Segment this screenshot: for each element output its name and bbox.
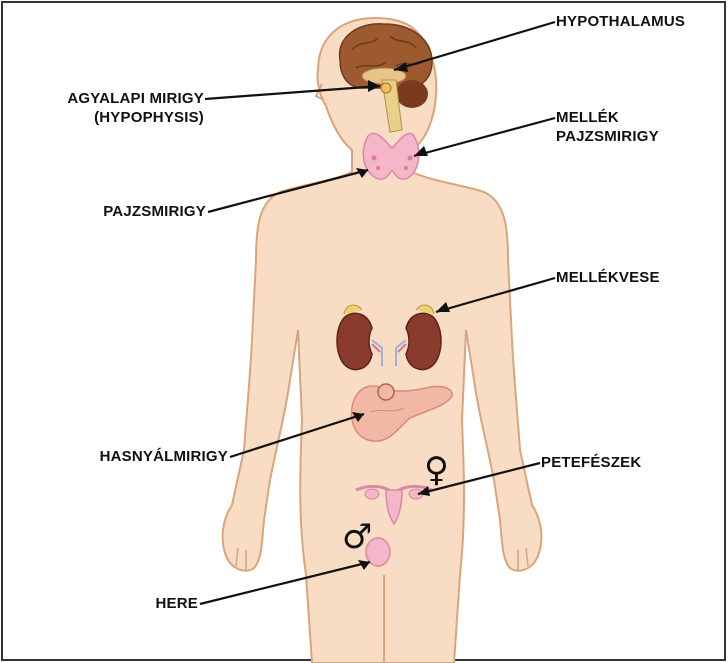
- label-pituitary-line2: (HYPOPHYSIS): [2, 108, 204, 127]
- label-thyroid: PAJZSMIRIGY: [40, 202, 206, 221]
- label-pituitary-line1: AGYALAPI MIRIGY: [2, 89, 204, 108]
- label-parathyroid-line2: PAJZSMIRIGY: [556, 127, 659, 146]
- label-ovary: PETEFÉSZEK: [541, 453, 641, 472]
- label-adrenal: MELLÉKVESE: [556, 268, 660, 287]
- female-symbol-icon: ♀: [424, 453, 449, 487]
- label-pancreas: HASNYÁLMIRIGY: [6, 447, 228, 466]
- label-hypothalamus: HYPOTHALAMUS: [556, 12, 685, 31]
- label-parathyroid-line1: MELLÉK: [556, 108, 659, 127]
- label-testis: HERE: [100, 594, 198, 613]
- label-pituitary: AGYALAPI MIRIGY (HYPOPHYSIS): [2, 89, 204, 127]
- label-parathyroid: MELLÉK PAJZSMIRIGY: [556, 108, 659, 146]
- male-symbol-icon: ♂: [342, 520, 372, 554]
